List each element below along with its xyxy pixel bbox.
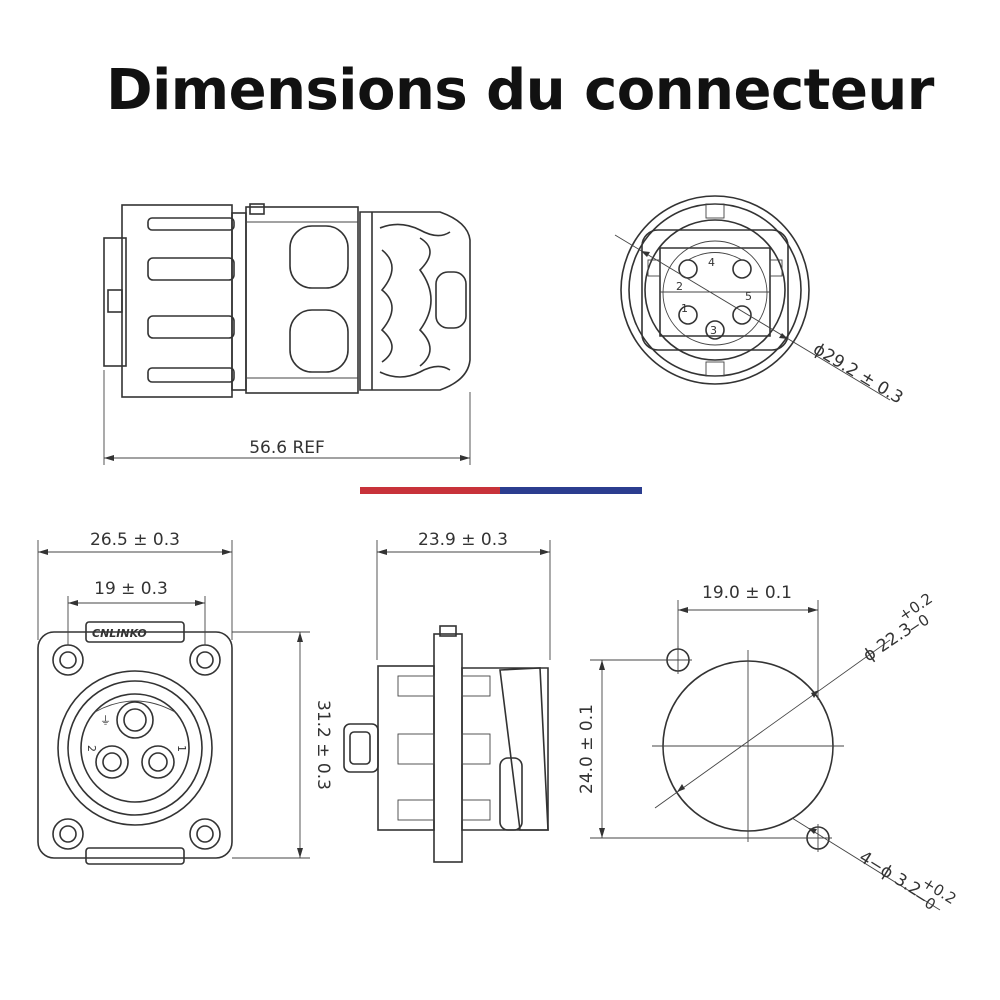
front-pin-4: 4: [708, 256, 715, 269]
cutout-spacing-y-label: 24.0 ± 0.1: [577, 704, 597, 794]
socket-pin-1: 1: [175, 745, 188, 752]
dimension-cutout-diameter: ϕ 22.3 +0.2 −0: [654, 589, 936, 809]
accent-bar-red: [360, 487, 500, 494]
dimension-side-width: 23.9 ± 0.3: [376, 530, 551, 660]
dimension-length: 56.6 REF: [103, 370, 471, 465]
brand-logo: CNLINKO: [92, 627, 147, 640]
page-title: Dimensions du connecteur: [106, 58, 934, 123]
hole-spacing-x-label: 19 ± 0.3: [94, 579, 168, 599]
panel-cutout: [652, 646, 844, 852]
dimension-cutout-spacing-y: 24.0 ± 0.1: [577, 659, 806, 839]
socket-front-view: CNLINKO 1 2 ⏚: [37, 621, 233, 865]
front-pin-5: 5: [745, 290, 752, 303]
cutout-spacing-x-label: 19.0 ± 0.1: [702, 583, 792, 603]
dimension-flange-height: 31.2 ± 0.3: [232, 631, 333, 859]
socket-side-view: [343, 625, 549, 863]
dimension-mount-holes: 4−ϕ 3.2 +0.2 −0: [791, 817, 959, 914]
dimension-flange-width: 26.5 ± 0.3: [37, 530, 233, 640]
dimension-front-diameter: ϕ29.2 ± 0.3: [614, 234, 906, 408]
front-pin-2: 2: [676, 280, 683, 293]
plug-front-view: 1 2 3 4 5: [620, 195, 810, 385]
front-diameter-label: ϕ29.2 ± 0.3: [809, 339, 906, 408]
socket-pin-ground: ⏚: [100, 714, 111, 727]
plug-side-view: [103, 203, 471, 398]
length-ref-label: 56.6 REF: [249, 438, 325, 458]
dimension-hole-spacing-x: 19 ± 0.3: [67, 579, 206, 645]
side-width-label: 23.9 ± 0.3: [418, 530, 508, 550]
flange-width-label: 26.5 ± 0.3: [90, 530, 180, 550]
flange-height-label: 31.2 ± 0.3: [313, 700, 333, 790]
mount-holes-label: 4−ϕ 3.2: [855, 847, 924, 900]
front-pin-3: 3: [710, 324, 717, 337]
dimension-cutout-spacing-x: 19.0 ± 0.1: [677, 583, 819, 700]
front-pin-1: 1: [681, 302, 688, 315]
socket-pin-2: 2: [85, 745, 98, 752]
accent-bar-blue: [500, 487, 642, 494]
